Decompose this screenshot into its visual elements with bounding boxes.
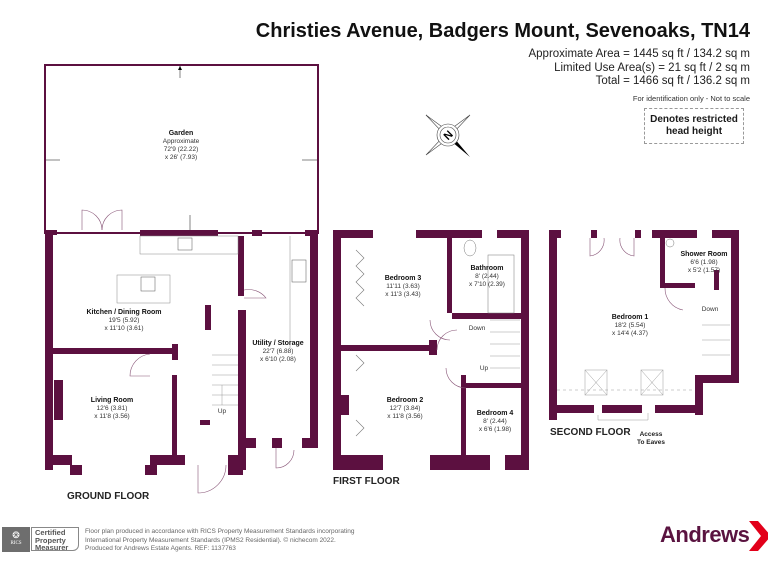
cert-line-2: Property [35,535,66,545]
disclaimer-line-2: International Property Measurement Stand… [85,536,336,544]
stairs-up-label-first: Up [479,365,489,372]
rics-certified-badge: ❂ RICS Certified Property Measurer [2,527,80,552]
cert-line-1: Certified [35,528,66,537]
area-summary: Approximate Area = 1445 sq ft / 134.2 sq… [528,48,750,105]
stairs-down-label-second: Down [701,306,719,313]
cert-line-3: Measurer [35,543,69,552]
property-title: Christies Avenue, Badgers Mount, Sevenoa… [255,20,750,42]
legend-line-1: Denotes restricted [650,114,738,125]
stairs-down-label: Down [468,325,486,332]
stairs-up-label: Up [217,408,227,415]
room-bedroom-1: Bedroom 1 18'2 (5.54) x 14'4 (4.37) [611,314,649,337]
total-area: Total = 1466 sq ft / 136.2 sq m [595,75,750,87]
room-bedroom-4: Bedroom 4 8' (2.44) x 6'6 (1.98) [476,410,514,433]
room-bedroom-2: Bedroom 2 12'7 (3.84) x 11'8 (3.56) [386,397,424,420]
room-utility-storage: Utility / Storage 22'7 (6.88) x 6'10 (2.… [252,340,304,363]
andrews-chevron-icon [749,521,768,551]
certified-measurer-label: Certified Property Measurer [31,527,79,551]
scale-note: For identification only - Not to scale [632,93,750,103]
room-shower-room: Shower Room 6'6 (1.98) x 5'2 (1.57) [680,251,728,274]
room-living: Living Room 12'6 (3.81) x 11'8 (3.56) [90,397,134,420]
limited-use-area: Limited Use Area(s) = 21 sq ft / 2 sq m [554,61,750,74]
andrews-logo-text: Andrews [660,522,750,547]
room-kitchen-dining: Kitchen / Dining Room 19'5 (5.92) x 11'1… [86,309,162,332]
access-to-eaves: Access To Eaves [636,431,666,446]
legend-line-2: head height [665,126,723,137]
rics-text: RICS [10,541,22,546]
disclaimer-line-1: Floor plan produced in accordance with R… [85,528,355,535]
approx-area: Approximate Area = 1445 sq ft / 134.2 sq… [528,48,750,60]
rics-globe-icon: ❂ [12,530,20,540]
rics-logo: ❂ RICS [2,527,30,552]
room-bedroom-3: Bedroom 3 11'11 (3.63) x 11'3 (3.43) [384,275,422,298]
room-garden: Garden Approximate 72'9 (22.22) x 26' (7… [162,130,200,161]
compass-rose-icon: N [425,114,471,157]
footer-disclaimer: Floor plan produced in accordance with R… [85,528,355,554]
disclaimer-line-3: Produced for Andrews Estate Agents. REF:… [85,545,236,552]
second-floor-label: SECOND FLOOR [550,427,631,438]
first-floor-label: FIRST FLOOR [333,476,400,487]
room-bathroom: Bathroom 8' (2.44) x 7'10 (2.39) [469,265,505,288]
ground-floor-label: GROUND FLOOR [67,491,150,502]
restricted-height-legend: Denotes restricted head height [644,108,744,144]
